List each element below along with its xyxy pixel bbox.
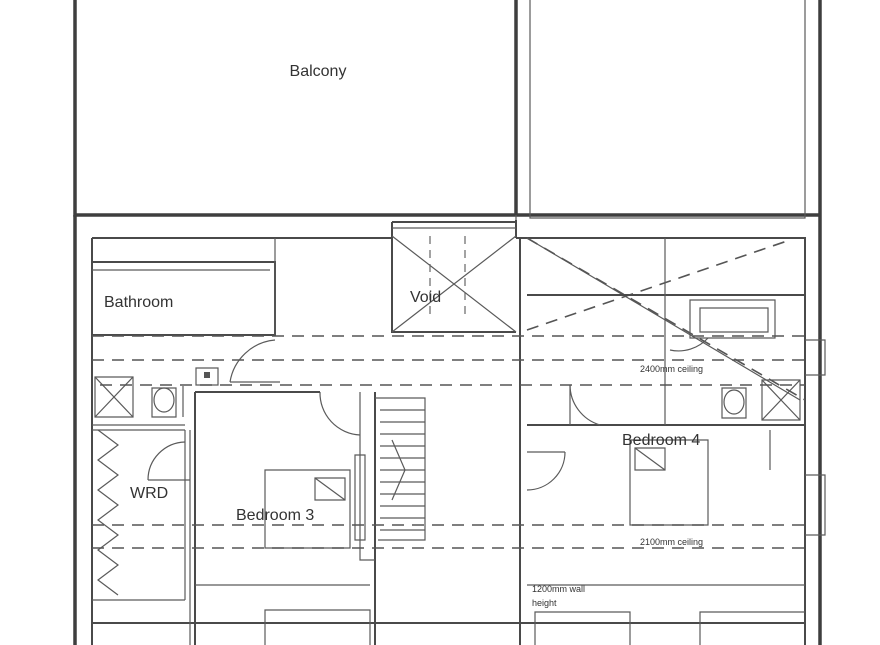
landing-walls — [319, 238, 521, 645]
left-fixtures — [94, 367, 219, 418]
void-label: Void — [410, 289, 441, 306]
bedroom-3-room — [189, 391, 371, 645]
outer-walls — [73, 215, 826, 645]
bathroom-room — [92, 238, 280, 383]
balcony-label: Balcony — [290, 63, 347, 80]
ceiling-2400-label: 2400mm ceiling — [640, 364, 703, 374]
wardrobe-area — [92, 424, 190, 601]
bathroom-label: Bathroom — [104, 294, 173, 311]
ceiling-2100-label: 2100mm ceiling — [640, 537, 703, 547]
wrd-label: WRD — [130, 485, 168, 502]
wall-height-label-line1: 1200mm wall — [532, 584, 585, 594]
balcony-area — [73, 0, 822, 645]
bedroom-3-label: Bedroom 3 — [236, 507, 314, 524]
ceiling-lines — [92, 335, 805, 549]
wall-height-label-line2: height — [532, 598, 557, 608]
void-area — [391, 222, 517, 333]
bedroom-4-label: Bedroom 4 — [622, 432, 700, 449]
bedroom-4-room — [526, 237, 806, 645]
